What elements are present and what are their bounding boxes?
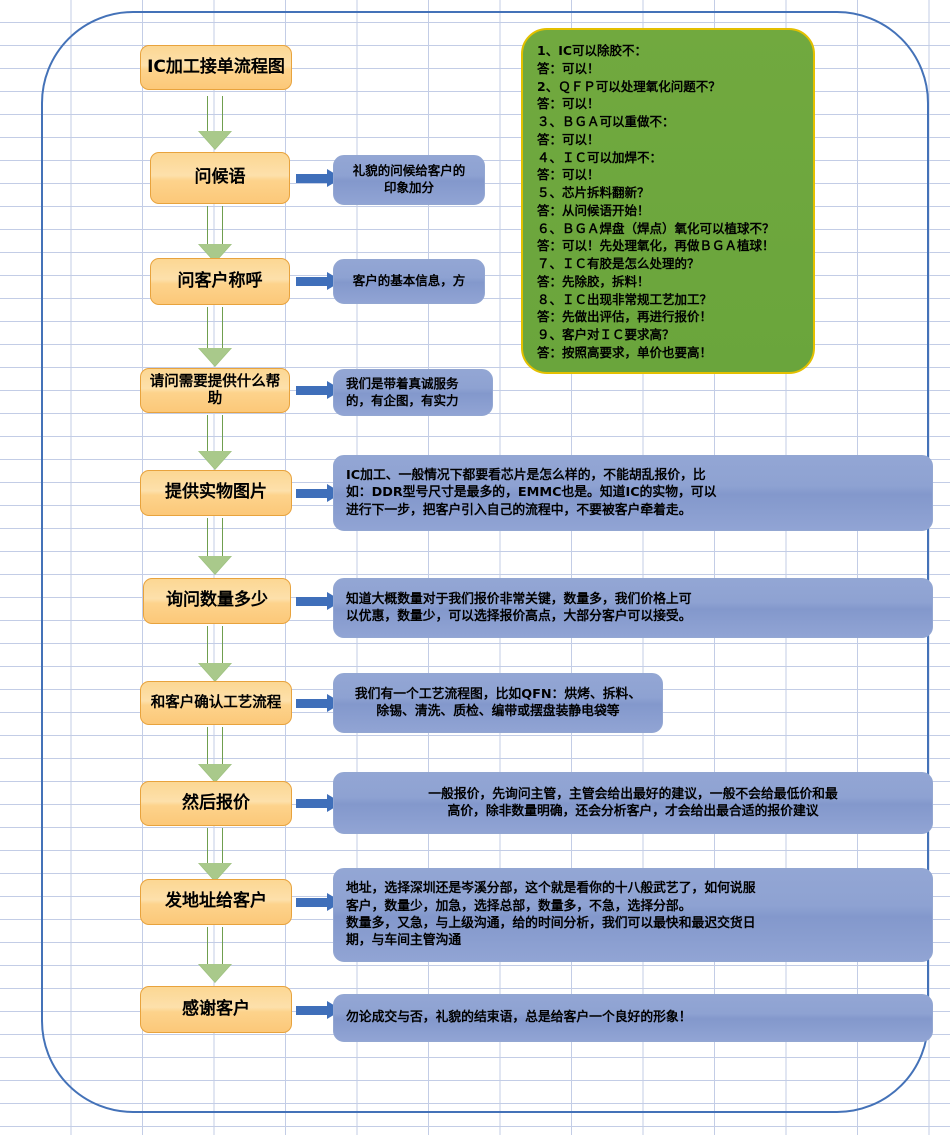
- faq-line: ６、ＢＧＡ焊盘（焊点）氧化可以植球不？: [537, 220, 775, 236]
- process-box-step-9[interactable]: 感谢客户: [140, 986, 292, 1033]
- process-box-step-4[interactable]: 提供实物图片: [140, 470, 292, 516]
- note-line: 如：DDR型号尺寸是最多的，EMMC也是。知道IC的实物，可以: [346, 485, 717, 501]
- faq-line: 答：从问候语开始！: [537, 202, 650, 218]
- faq-line: ７、ＩＣ有胶是怎么处理的？: [537, 256, 700, 271]
- note-box-step-1: 礼貌的问候给客户的 印象加分: [333, 155, 485, 205]
- process-box-step-7[interactable]: 然后报价: [140, 781, 292, 826]
- note-line: 客户的基本信息，方: [352, 273, 466, 289]
- process-box-label: 询问数量多少: [166, 590, 268, 611]
- note-box-step-2: 客户的基本信息，方: [333, 259, 485, 304]
- note-line: 以优惠，数量少，可以选择报价高点，大部分客户可以接受。: [346, 609, 692, 624]
- note-box-step-4: IC加工、一般情况下都要看芯片是怎么样的，不能胡乱报价，比 如：DDR型号尺寸是…: [333, 455, 933, 531]
- note-line: 一般报价，先询问主管，主管会给出最好的建议，一般不会给最低价和最: [428, 786, 838, 802]
- faq-line: ５、芯片拆料翻新？: [537, 185, 650, 200]
- faq-line: 答：可以！: [537, 96, 600, 112]
- process-box-label: 然后报价: [182, 792, 250, 813]
- faq-line: ８、ＩＣ出现非常规工艺加工？: [537, 291, 713, 307]
- faq-line: 答：可以！: [537, 60, 600, 76]
- note-line: IC加工、一般情况下都要看芯片是怎么样的，不能胡乱报价，比: [346, 468, 706, 484]
- process-box-label: 请问需要提供什么帮助: [149, 373, 281, 407]
- faq-line: 答：先做出评估，再进行报价！: [537, 309, 713, 325]
- note-line: 地址，选择深圳还是岑溪分部，这个就是看你的十八般武艺了，如何说服: [346, 881, 756, 897]
- note-box-step-6: 我们有一个工艺流程图，比如QFN：烘烤、拆料、 除锡、清洗、质检、编带或摆盘装静…: [333, 673, 663, 733]
- process-box-step-1[interactable]: 问候语: [150, 152, 290, 204]
- faq-line: 2、ＱＦＰ可以处理氧化问题不？: [537, 78, 721, 94]
- process-box-label: IC加工接单流程图: [147, 56, 285, 77]
- outer-rounded-frame: [41, 11, 929, 1113]
- process-box-step-8[interactable]: 发地址给客户: [140, 879, 292, 925]
- note-box-step-5: 知道大概数量对于我们报价非常关键，数量多，我们价格上可 以优惠，数量少，可以选择…: [333, 578, 933, 638]
- note-line: 知道大概数量对于我们报价非常关键，数量多，我们价格上可: [346, 591, 692, 607]
- note-line: 进行下一步，把客户引入自己的流程中，不要被客户牵着走。: [346, 502, 692, 518]
- process-box-step-2[interactable]: 问客户称呼: [150, 258, 290, 305]
- note-line: 数量多，又急，与上级沟通，给的时间分析，我们可以最快和最迟交货日: [346, 916, 756, 931]
- faq-line: ４、ＩＣ可以加焊不：: [537, 149, 663, 165]
- process-box-label: 问客户称呼: [177, 270, 263, 291]
- note-line: 印象加分: [383, 180, 434, 195]
- process-box-title[interactable]: IC加工接单流程图: [140, 45, 292, 90]
- faq-line: 答：按照高要求，单价也要高！: [537, 344, 713, 360]
- down-arrow-icon: [198, 415, 232, 470]
- faq-line: 答：可以！先处理氧化，再做ＢＧＡ植球！: [537, 238, 775, 254]
- process-box-label: 提供实物图片: [165, 482, 267, 503]
- down-arrow-icon: [198, 518, 232, 576]
- process-box-label: 问候语: [194, 167, 246, 188]
- note-line: 我们是带着真诚服务: [346, 375, 459, 391]
- down-arrow-icon: [198, 206, 232, 264]
- faq-line: 1、IC可以除胶不：: [537, 43, 648, 58]
- faq-line: 答：可以！: [537, 131, 600, 147]
- down-arrow-icon: [198, 307, 232, 369]
- process-box-step-5[interactable]: 询问数量多少: [143, 578, 291, 624]
- note-line: 的，有企图，有实力: [346, 392, 459, 408]
- note-line: 期，与车间主管沟通: [346, 933, 462, 949]
- faq-line: ９、客户对ＩＣ要求高？: [537, 327, 675, 342]
- note-line: 礼貌的问候给客户的: [352, 163, 466, 179]
- process-box-step-6[interactable]: 和客户确认工艺流程: [140, 681, 292, 725]
- faq-panel: 1、IC可以除胶不： 答：可以！ 2、ＱＦＰ可以处理氧化问题不？ 答：可以！ ３…: [521, 28, 815, 374]
- note-box-step-8: 地址，选择深圳还是岑溪分部，这个就是看你的十八般武艺了，如何说服 客户，数量少，…: [333, 868, 933, 962]
- down-arrow-icon: [198, 927, 232, 983]
- note-box-step-9: 勿论成交与否，礼貌的结束语，总是给客户一个良好的形象！: [333, 994, 933, 1042]
- down-arrow-icon: [198, 727, 232, 783]
- process-box-label: 感谢客户: [182, 998, 250, 1019]
- note-line: 勿论成交与否，礼貌的结束语，总是给客户一个良好的形象！: [346, 1010, 692, 1026]
- note-line: 高价，除非数量明确，还会分析客户，才会给出最合适的报价建议: [447, 804, 819, 819]
- note-line: 除锡、清洗、质检、编带或摆盘装静电袋等: [376, 704, 620, 719]
- down-arrow-icon: [198, 828, 232, 882]
- down-arrow-icon: [198, 96, 232, 150]
- process-box-label: 和客户确认工艺流程: [150, 694, 282, 711]
- process-box-label: 发地址给客户: [165, 891, 267, 912]
- faq-line: 答：先除胶，拆料！: [537, 273, 650, 289]
- process-box-step-3[interactable]: 请问需要提供什么帮助: [140, 368, 290, 413]
- faq-line: ３、ＢＧＡ可以重做不：: [537, 114, 675, 129]
- note-box-step-7: 一般报价，先询问主管，主管会给出最好的建议，一般不会给最低价和最 高价，除非数量…: [333, 772, 933, 834]
- note-line: 我们有一个工艺流程图，比如QFN：烘烤、拆料、: [354, 686, 642, 702]
- faq-line: 答：可以！: [537, 167, 600, 183]
- note-line: 客户，数量少，加急，选择总部，数量多，不急，选择分部。: [346, 898, 692, 914]
- down-arrow-icon: [198, 626, 232, 682]
- note-box-step-3: 我们是带着真诚服务 的，有企图，有实力: [333, 369, 493, 416]
